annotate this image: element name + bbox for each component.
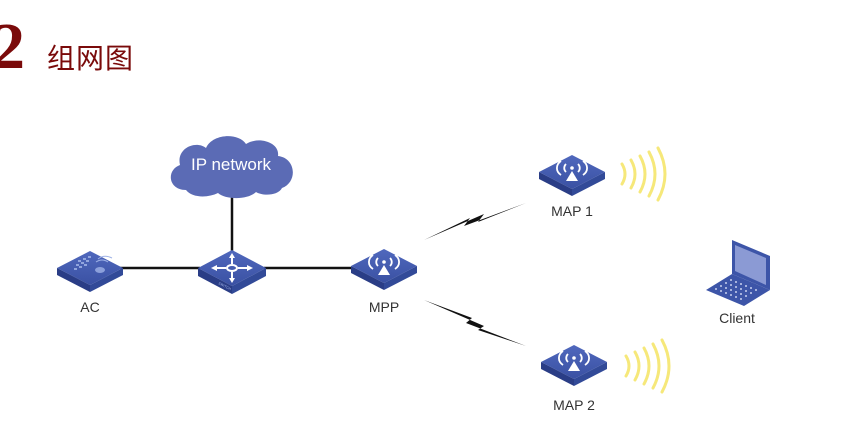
switch-brand-label: SWITCH	[218, 281, 233, 291]
map2-signal-icon	[624, 338, 671, 394]
mpp-device: MPP	[351, 249, 417, 315]
map1-device: MAP 1	[539, 155, 605, 219]
switch-device: SWITCH	[198, 250, 266, 294]
ip-network-cloud: IP network	[170, 136, 293, 199]
lightning-bolt-icon	[424, 203, 526, 240]
map2-label: MAP 2	[553, 397, 595, 413]
wireless-links	[424, 203, 526, 346]
ac-label: AC	[80, 299, 99, 315]
access-point-icon	[351, 249, 417, 290]
ac-device: AC	[57, 251, 123, 315]
mpp-label: MPP	[369, 299, 399, 315]
access-point-icon	[541, 345, 607, 386]
wired-links	[120, 196, 352, 270]
section-heading: 2 组网图	[0, 14, 134, 84]
switch-icon: SWITCH	[198, 250, 266, 294]
map1-label: MAP 1	[551, 203, 593, 219]
section-number: 2	[0, 10, 25, 83]
client-device: Client	[706, 240, 770, 326]
map1-signal-icon	[620, 146, 667, 202]
cloud-icon	[170, 136, 293, 199]
section-title: 组网图	[47, 42, 135, 75]
lightning-bolt-icon	[424, 300, 526, 346]
cloud-label: IP network	[191, 155, 272, 174]
client-label: Client	[719, 310, 755, 326]
access-controller-icon	[57, 251, 123, 292]
map2-device: MAP 2	[541, 345, 607, 413]
laptop-icon	[706, 240, 770, 306]
access-point-icon	[539, 155, 605, 196]
